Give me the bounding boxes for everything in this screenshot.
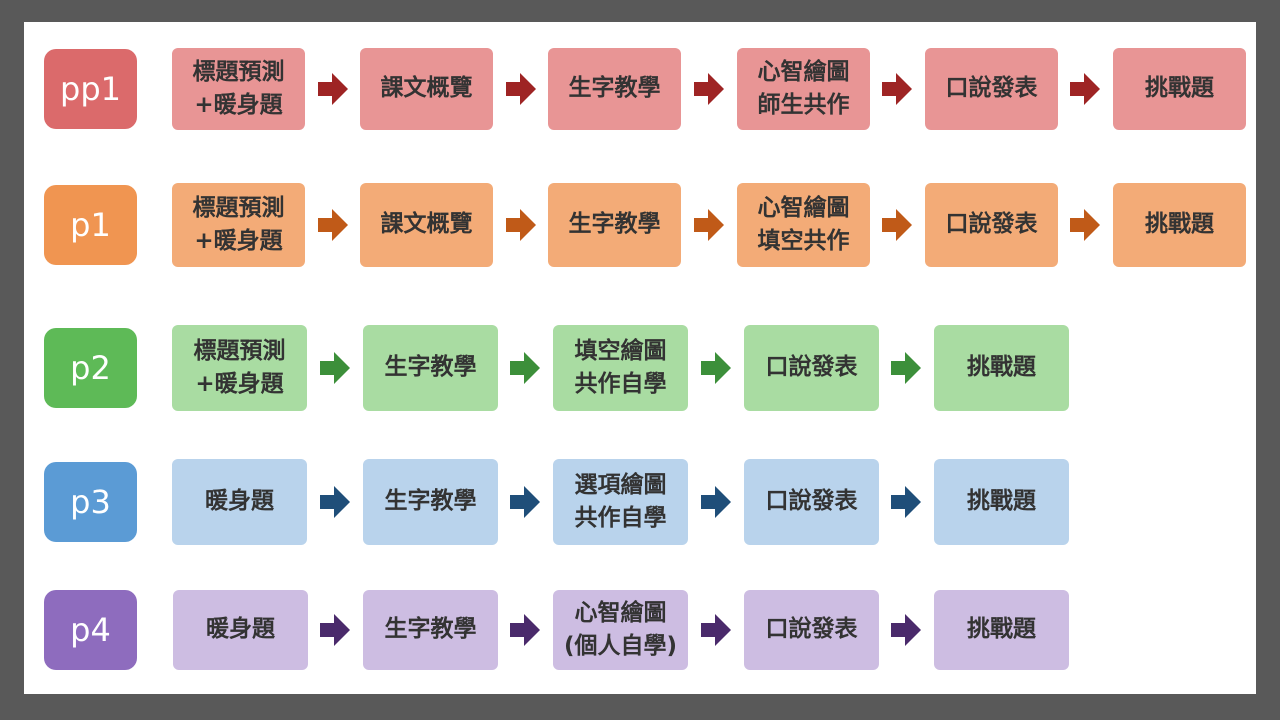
right-arrow-icon [506,209,536,241]
step-label-line: +暖身題 [194,228,283,254]
step-label-line: 口說發表 [945,211,1038,238]
step-box: 生字教學 [363,459,498,545]
step-box: 心智繪圖填空共作 [737,183,870,267]
step-label-line: +暖身題 [194,92,283,118]
step-label-line: 標題預測 [193,337,286,364]
step-box: 口說發表 [925,48,1058,130]
step-box: 生字教學 [363,590,498,670]
right-arrow-icon [1070,209,1100,241]
step-box: 標題預測 +暖身題 [172,325,307,411]
step-label-line: 選項繪圖 [574,471,667,498]
level-label: p1 [44,185,137,265]
step-label-line: 口說發表 [765,354,858,381]
level-label: p2 [44,328,137,408]
step-label-line: 生字教學 [568,211,661,238]
flow-row-p2: p2 標題預測 +暖身題 生字教學 填空繪圖共作自學 口說發表 挑戰題 [24,325,1256,411]
step-label-line: (個人自學) [563,633,678,659]
right-arrow-icon [882,73,912,105]
flow-row-p3: p3 暖身題 生字教學 選項繪圖共作自學 口說發表 挑戰題 [24,459,1256,545]
right-arrow-icon [694,209,724,241]
step-box: 暖身題 [172,459,307,545]
step-box: 填空繪圖共作自學 [553,325,688,411]
step-label-line: 心智繪圖 [757,194,850,221]
step-label-line: 生字教學 [384,354,477,381]
step-label-line: 口說發表 [765,488,858,515]
right-arrow-icon [320,352,350,384]
step-label-line: 挑戰題 [1145,75,1214,102]
step-label-line: 挑戰題 [967,354,1036,381]
right-arrow-icon [891,352,921,384]
step-box: 口說發表 [744,459,879,545]
step-label-line: 心智繪圖 [574,599,667,626]
step-label-line: 心智繪圖 [757,58,850,85]
step-box: 口說發表 [744,325,879,411]
step-label-line: 師生共作 [757,92,850,118]
step-box: 課文概覽 [360,48,493,130]
step-label-line: 生字教學 [384,488,477,515]
step-box: 生字教學 [548,48,681,130]
step-label-line: 填空繪圖 [574,337,667,364]
step-label-line: 口說發表 [945,75,1038,102]
step-box: 挑戰題 [934,590,1069,670]
right-arrow-icon [1070,73,1100,105]
right-arrow-icon [318,209,348,241]
step-label-line: 共作自學 [574,505,667,531]
flow-row-pp1: pp1 標題預測 +暖身題 課文概覽 生字教學 心智繪圖師生共作 口說發表 挑戰題 [24,48,1256,130]
step-label-line: 挑戰題 [967,488,1036,515]
step-label-line: 生字教學 [568,75,661,102]
step-label-line: 填空共作 [757,228,850,254]
level-label: p4 [44,590,137,670]
right-arrow-icon [320,614,350,646]
level-label: p3 [44,462,137,542]
step-label-line: 暖身題 [206,616,275,643]
step-box: 挑戰題 [1113,48,1246,130]
right-arrow-icon [694,73,724,105]
right-arrow-icon [510,614,540,646]
level-label: pp1 [44,49,137,129]
step-box: 暖身題 [173,590,308,670]
step-box: 標題預測 +暖身題 [172,48,305,130]
step-label-line: 共作自學 [574,371,667,397]
step-box: 挑戰題 [934,459,1069,545]
step-box: 心智繪圖 (個人自學) [553,590,688,670]
step-label-line: 標題預測 [192,58,285,85]
step-box: 挑戰題 [1113,183,1246,267]
step-box: 心智繪圖師生共作 [737,48,870,130]
right-arrow-icon [506,73,536,105]
right-arrow-icon [701,486,731,518]
step-box: 選項繪圖共作自學 [553,459,688,545]
step-label-line: 暖身題 [205,488,274,515]
right-arrow-icon [510,486,540,518]
step-label-line: 課文概覽 [380,211,473,238]
step-label-line: +暖身題 [195,371,284,397]
step-box: 口說發表 [925,183,1058,267]
step-box: 課文概覽 [360,183,493,267]
step-box: 挑戰題 [934,325,1069,411]
right-arrow-icon [882,209,912,241]
step-label-line: 標題預測 [192,194,285,221]
step-label-line: 挑戰題 [967,616,1036,643]
right-arrow-icon [510,352,540,384]
right-arrow-icon [891,614,921,646]
right-arrow-icon [318,73,348,105]
step-label-line: 課文概覽 [380,75,473,102]
step-label-line: 口說發表 [765,616,858,643]
step-box: 標題預測 +暖身題 [172,183,305,267]
flow-row-p4: p4 暖身題 生字教學 心智繪圖 (個人自學) 口說發表 挑戰題 [24,590,1256,670]
right-arrow-icon [701,352,731,384]
step-box: 口說發表 [744,590,879,670]
step-label-line: 挑戰題 [1145,211,1214,238]
right-arrow-icon [701,614,731,646]
right-arrow-icon [891,486,921,518]
flow-row-p1: p1 標題預測 +暖身題 課文概覽 生字教學 心智繪圖填空共作 口說發表 挑戰題 [24,183,1256,267]
step-box: 生字教學 [548,183,681,267]
right-arrow-icon [320,486,350,518]
step-label-line: 生字教學 [384,616,477,643]
step-box: 生字教學 [363,325,498,411]
